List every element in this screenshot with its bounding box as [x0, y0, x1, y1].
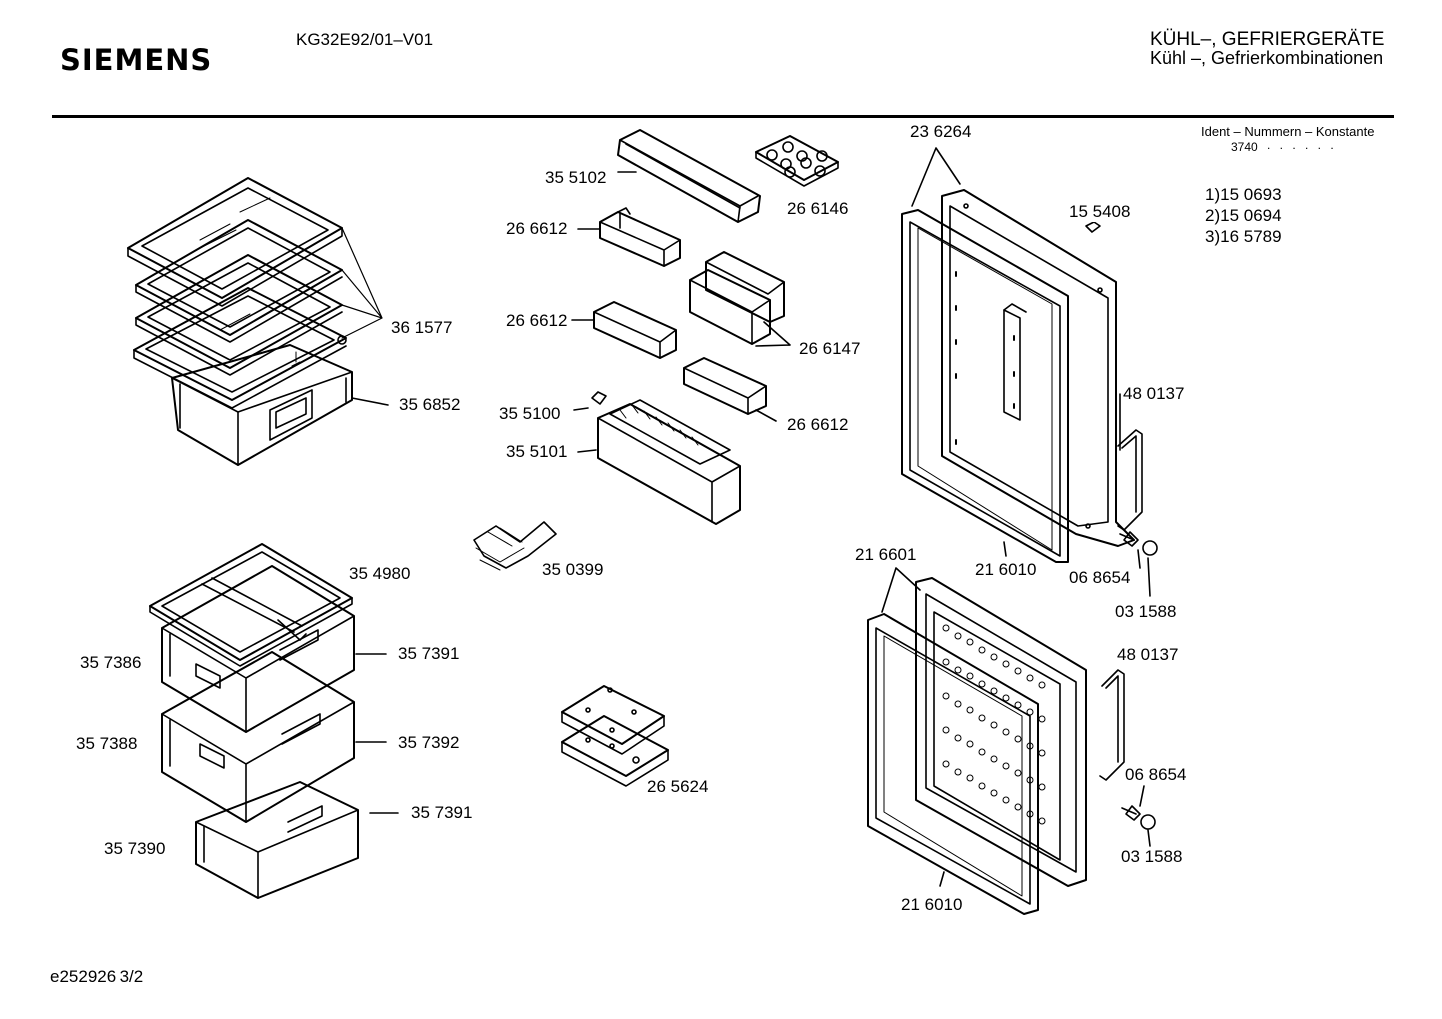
- part-label-door-gasket[interactable]: 21 6010: [975, 560, 1037, 580]
- part-label-freezer-drawer[interactable]: 35 7391: [411, 803, 473, 823]
- ident-constant: 3740: [1231, 140, 1258, 154]
- part-label-small-bin[interactable]: 26 6612: [506, 219, 568, 239]
- part-label-door-handle[interactable]: 48 0137: [1123, 384, 1185, 404]
- part-label-cold-pack[interactable]: 26 5624: [647, 777, 709, 797]
- part-label-drawer-front[interactable]: 35 7386: [80, 653, 142, 673]
- part-label-glass-shelf[interactable]: 36 1577: [391, 318, 453, 338]
- part-label-freezer-drawer[interactable]: 35 7391: [398, 644, 460, 664]
- part-label-fridge-door[interactable]: 23 6264: [910, 122, 972, 142]
- part-label-drawer-front[interactable]: 35 7388: [76, 734, 138, 754]
- ident-placeholder-dots: . . . . . .: [1267, 138, 1337, 152]
- part-label-drawer-front[interactable]: 35 7390: [104, 839, 166, 859]
- part-label-screw-cap[interactable]: 03 1588: [1121, 847, 1183, 867]
- part-label-freezer-door[interactable]: 21 6601: [855, 545, 917, 565]
- crisper-box-drawing: [172, 345, 388, 465]
- model-number: KG32E92/01–V01: [296, 30, 434, 49]
- part-label-door-bin-long[interactable]: 35 5102: [545, 168, 607, 188]
- part-label-bottle-clip[interactable]: 35 0399: [542, 560, 604, 580]
- part-label-small-bin[interactable]: 26 6612: [787, 415, 849, 435]
- cold-packs-drawing: [562, 686, 668, 786]
- part-label-door-handle[interactable]: 48 0137: [1117, 645, 1179, 665]
- part-label-bin-rail[interactable]: 35 5100: [499, 404, 561, 424]
- brand-logo: SIEMENS: [60, 43, 213, 77]
- part-label-egg-tray[interactable]: 26 6146: [787, 199, 849, 219]
- category-subtitle: Kühl –, Gefrierkombinationen: [1150, 48, 1384, 68]
- part-label-screw[interactable]: 06 8654: [1125, 765, 1187, 785]
- part-label-door-gasket[interactable]: 21 6010: [901, 895, 963, 915]
- part-label-door-stop[interactable]: 15 5408: [1069, 202, 1131, 222]
- header-divider: [52, 115, 1394, 118]
- ident-variant: 3)16 5789: [1205, 227, 1282, 246]
- category-title: KÜHL–, GEFRIERGERÄTE: [1150, 29, 1385, 50]
- part-label-screw-cap[interactable]: 03 1588: [1115, 602, 1177, 622]
- part-label-bottle-bin[interactable]: 35 5101: [506, 442, 568, 462]
- door-bins-drawing: [474, 130, 838, 570]
- drawing-reference: e252926 3/2: [50, 967, 144, 986]
- fridge-door-drawing: [902, 148, 1157, 596]
- ident-variant: 1)15 0693: [1205, 185, 1282, 204]
- freezer-drawers-drawing: [150, 544, 398, 898]
- part-label-small-bin[interactable]: 26 6612: [506, 311, 568, 331]
- ident-title: Ident – Nummern – Konstante: [1201, 124, 1375, 139]
- glass-shelves-drawing: [128, 178, 382, 408]
- part-label-screw[interactable]: 06 8654: [1069, 568, 1131, 588]
- part-label-crisper-box[interactable]: 35 6852: [399, 395, 461, 415]
- freezer-door-drawing: [868, 568, 1155, 914]
- part-label-freezer-drawer[interactable]: 35 7392: [398, 733, 460, 753]
- part-label-double-bin[interactable]: 26 6147: [799, 339, 861, 359]
- part-label-freezer-flap[interactable]: 35 4980: [349, 564, 411, 584]
- ident-variant: 2)15 0694: [1205, 206, 1282, 225]
